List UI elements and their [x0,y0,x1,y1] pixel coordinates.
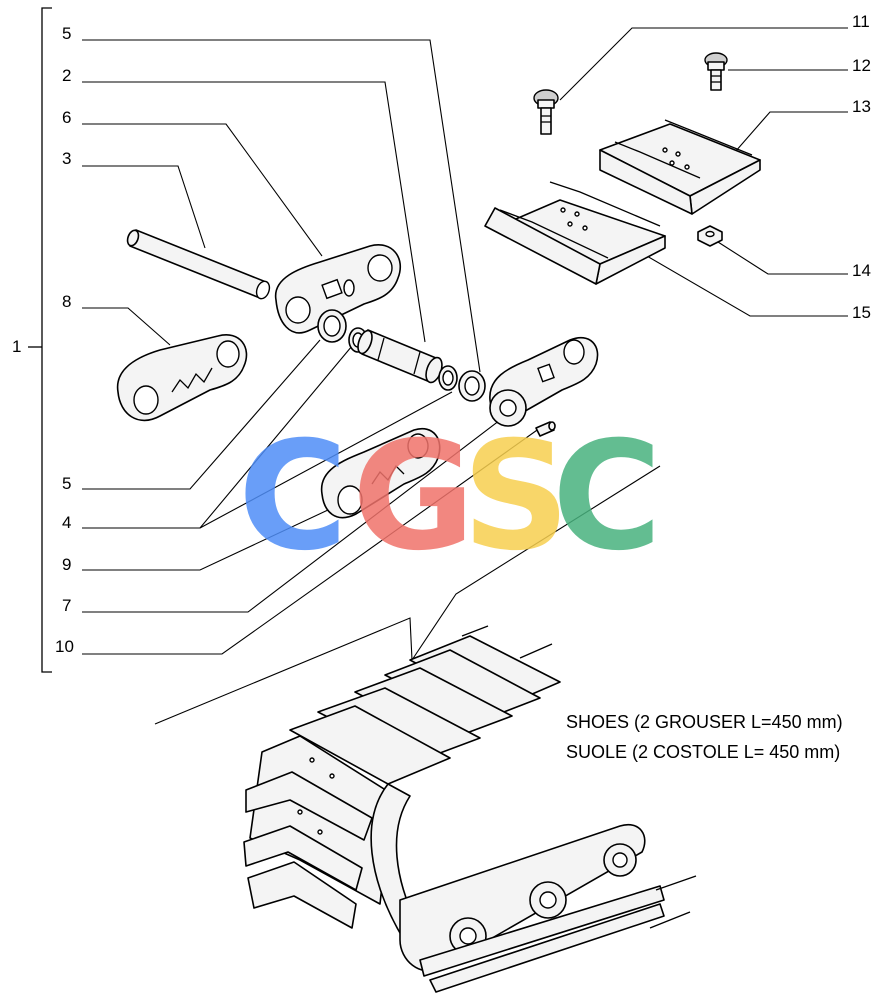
bushing-2 [357,329,443,384]
track-link-9 [320,427,441,519]
caption-line-1: SHOES (2 GROUSER L=450 mm) [566,712,843,732]
watermark-letter-s: S [462,410,570,584]
bolt-11 [533,89,559,135]
callout-5-bottom: 5 [62,474,71,493]
track-link-7 [489,337,599,427]
watermark: C G S C [238,410,662,584]
leader-lines [82,27,848,725]
bolt-12 [704,52,728,91]
callout-8: 8 [62,292,71,311]
callout-3: 3 [62,149,71,168]
track-link-6 [274,244,402,334]
callout-10: 10 [55,637,74,656]
callout-11: 11 [852,12,870,31]
watermark-letter-c1: C [238,410,348,584]
spacer-4-right [438,365,458,391]
callout-4: 4 [62,513,71,532]
callout-14: 14 [852,261,871,280]
watermark-letter-c2: C [552,410,662,584]
seal-ring-5-right [458,370,486,402]
callout-6: 6 [62,108,71,127]
callouts-left: 5 2 6 3 8 5 4 9 7 10 [55,24,74,656]
callout-9: 9 [62,555,71,574]
track-pin-3 [126,229,271,300]
callout-2: 2 [62,66,71,85]
pin-10 [535,421,556,437]
track-shoe-13 [599,119,761,215]
callout-13: 13 [852,97,871,116]
nut-14 [697,225,723,247]
callouts-right: 11 12 13 14 15 [852,12,871,322]
track-shoe-15 [484,181,666,285]
track-link-8 [116,334,248,422]
caption-line-2: SUOLE (2 COSTOLE L= 450 mm) [566,742,840,762]
group-bracket: 1 [12,7,52,673]
callout-7: 7 [62,596,71,615]
callout-12: 12 [852,56,871,75]
track-assembly [243,625,697,993]
seal-ring-5 [317,309,347,343]
watermark-letter-g: G [352,410,475,584]
callout-1: 1 [12,337,21,356]
callout-15: 15 [852,303,871,322]
callout-5-top: 5 [62,24,71,43]
